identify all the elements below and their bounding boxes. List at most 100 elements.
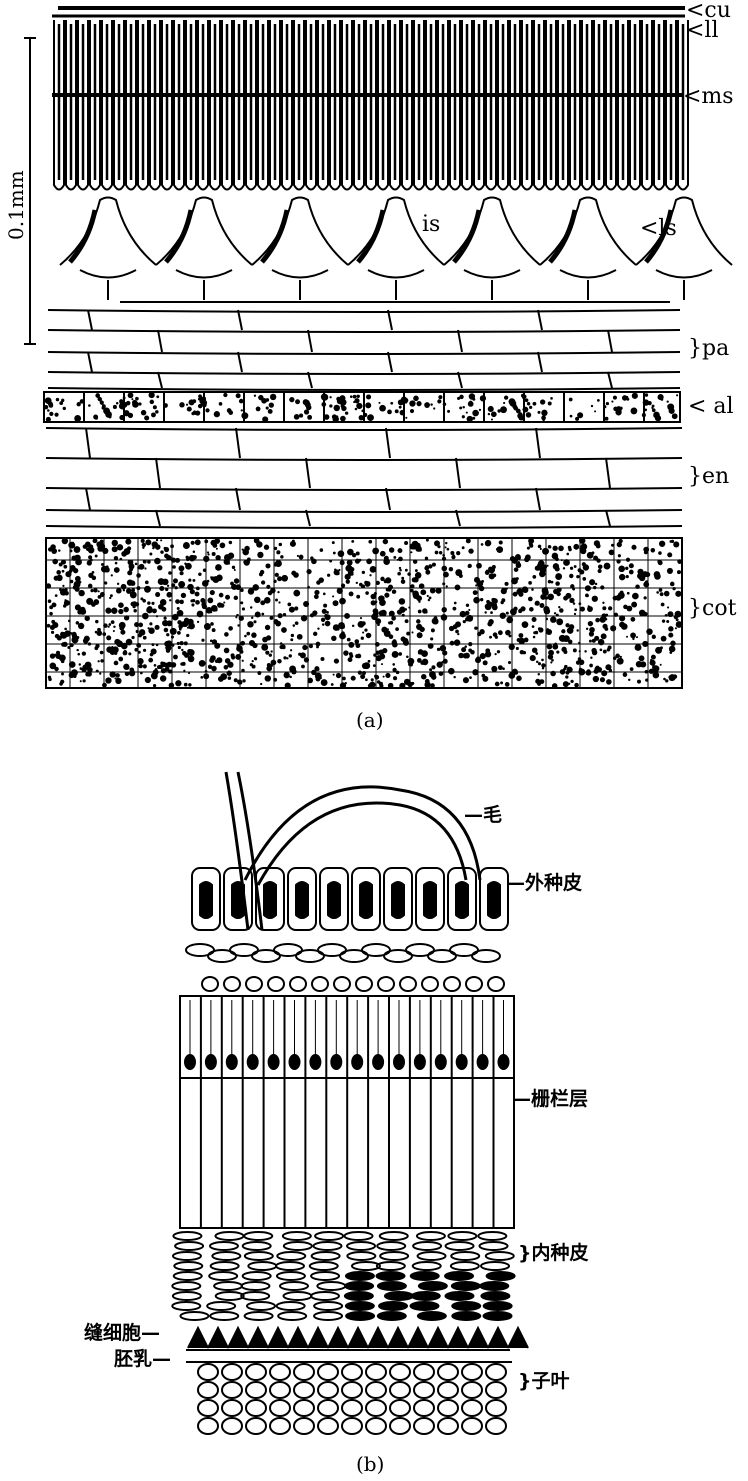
compressed-cell xyxy=(229,943,259,957)
aleurone-grain xyxy=(467,401,474,407)
cotyledon-grain xyxy=(293,589,301,597)
cotyledon-grain xyxy=(429,587,436,594)
seam-cell xyxy=(447,1325,469,1349)
aleurone-grain xyxy=(676,394,679,397)
cotyledon-grain xyxy=(660,635,667,642)
cotyledon-grain xyxy=(608,668,613,673)
cotyledon-grain xyxy=(642,640,649,648)
cotyledon-grain xyxy=(201,601,207,608)
aleurone-grain xyxy=(265,406,269,410)
cotyledon-grain xyxy=(203,623,211,631)
inner-coat-cell xyxy=(344,1271,375,1281)
cotyledon-grain xyxy=(160,550,164,554)
cotyledon-grain xyxy=(94,630,98,634)
macrosclereid-cell xyxy=(389,20,401,191)
cotyledon-grain xyxy=(569,566,574,570)
cotyledon-grain xyxy=(385,587,390,592)
cotyledon-grain xyxy=(566,552,570,556)
cotyledon-cell xyxy=(485,1363,507,1381)
macrosclereid-cell xyxy=(401,20,413,191)
aleurone-grain xyxy=(631,392,638,399)
cotyledon-grain xyxy=(198,572,202,576)
inner-coat-cell xyxy=(482,1311,513,1321)
cotyledon-grain xyxy=(668,626,674,632)
cotyledon-grain xyxy=(204,539,209,544)
cotyledon-grain xyxy=(659,663,662,666)
cotyledon-grain xyxy=(186,626,190,629)
cotyledon-grain xyxy=(160,668,167,674)
cotyledon-grain xyxy=(351,553,357,558)
aleurone-grain xyxy=(45,416,51,423)
aleurone-grain xyxy=(666,400,669,403)
inner-coat-cell xyxy=(308,1261,339,1271)
cotyledon-grain xyxy=(73,546,81,553)
inner-coat-cell xyxy=(214,1291,245,1301)
inner-coat-cell xyxy=(376,1241,407,1251)
cotyledon-grain xyxy=(629,667,634,671)
inner-coat-cell xyxy=(345,1311,376,1321)
cotyledon-grain xyxy=(149,622,153,626)
cotyledon-grain xyxy=(321,608,327,614)
cotyledon-grain xyxy=(473,596,480,604)
cotyledon-grain xyxy=(391,639,398,646)
palisade-nucleus xyxy=(497,1054,510,1070)
cotyledon-grain xyxy=(340,624,346,629)
parenchyma-wall xyxy=(387,309,393,331)
aleurone-grain xyxy=(61,398,65,402)
cotyledon-grain xyxy=(147,601,151,605)
outer-coat-lumen xyxy=(391,881,405,919)
cotyledon-grain xyxy=(238,615,244,621)
cotyledon-grain xyxy=(408,606,411,609)
cotyledon-grain xyxy=(201,638,205,642)
macrosclereid-cell xyxy=(557,20,569,191)
cotyledon-grain xyxy=(445,585,448,588)
cotyledon-cell xyxy=(317,1399,339,1417)
cotyledon-grain xyxy=(462,653,468,659)
inner-coat-cell xyxy=(451,1301,482,1311)
palisade-nucleus xyxy=(246,1054,259,1070)
cotyledon-grain xyxy=(320,617,326,622)
inner-coat-cell xyxy=(379,1251,410,1261)
cotyledon-grain xyxy=(281,627,287,633)
cotyledon-grain xyxy=(264,624,271,631)
cotyledon-grain xyxy=(251,659,254,663)
label-pa: }pa xyxy=(688,336,730,361)
cotyledon-grain xyxy=(421,658,429,666)
cotyledon-grain xyxy=(391,591,395,594)
macrosclereid-cell xyxy=(533,20,545,191)
macrosclereid-cell xyxy=(53,20,65,191)
cotyledon-grain xyxy=(86,560,92,566)
cotyledon-grain xyxy=(362,631,365,634)
label-hair: —毛 xyxy=(464,804,503,826)
cotyledon-grain xyxy=(122,589,126,592)
aleurone-grain xyxy=(240,409,243,412)
cotyledon-grain xyxy=(152,546,155,550)
cotyledon-grain xyxy=(233,678,238,683)
cotyledon-grain xyxy=(676,570,681,575)
cotyledon-grain xyxy=(136,573,141,578)
cotyledon-grain xyxy=(296,633,303,640)
cotyledon-grain xyxy=(632,592,639,600)
cotyledon-grain xyxy=(142,546,145,549)
cotyledon-grain xyxy=(479,597,484,602)
cotyledon-grain xyxy=(383,558,390,566)
parenchyma-wall xyxy=(47,329,681,333)
endosperm-wall xyxy=(235,487,241,511)
hourglass-cell-wall xyxy=(655,269,713,300)
inner-coat-cell xyxy=(451,1311,482,1321)
cotyledon-grain xyxy=(330,683,334,686)
cotyledon-grain xyxy=(612,656,617,661)
cotyledon-grain xyxy=(215,555,221,561)
cotyledon-grain xyxy=(142,635,147,640)
inner-coat-cell xyxy=(383,1291,414,1301)
inner-coat-cell xyxy=(485,1271,516,1281)
inner-coat-cell xyxy=(409,1301,440,1311)
aleurone-grain xyxy=(500,406,507,414)
cotyledon-grain xyxy=(601,670,608,677)
cotyledon-grain xyxy=(240,588,244,592)
cotyledon-grain xyxy=(241,659,244,662)
cotyledon-grain xyxy=(177,631,181,635)
cotyledon-cell xyxy=(437,1363,459,1381)
cotyledon-grain xyxy=(192,555,197,560)
cotyledon-grain xyxy=(569,573,574,579)
